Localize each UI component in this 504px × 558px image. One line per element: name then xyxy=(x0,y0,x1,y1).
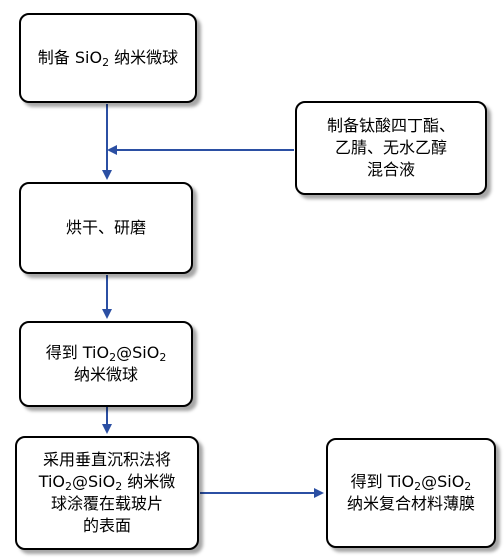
reagent-line-2: 乙腈、无水乙醇 xyxy=(334,138,447,157)
box-composite-film: 得到 TiO2@SiO2 纳米复合材料薄膜 xyxy=(326,438,496,548)
film-line-1: 得到 TiO2@SiO2 xyxy=(350,472,472,493)
box-vertical-deposition: 采用垂直沉积法将 TiO2@SiO2 纳米微 球涂覆在载玻片 的表面 xyxy=(15,436,199,550)
box-dry-grind-text: 烘干、研磨 xyxy=(65,218,146,237)
film-line-2: 纳米复合材料薄膜 xyxy=(346,494,475,513)
box-prepare-sio2: 制备 SiO2 纳米微球 xyxy=(19,13,197,103)
reagent-line-3: 混合液 xyxy=(366,160,415,179)
box-dry-grind: 烘干、研磨 xyxy=(19,182,193,274)
box-prepare-reagent: 制备钛酸四丁酯、 乙腈、无水乙醇 混合液 xyxy=(295,101,487,195)
deposit-line-1: 采用垂直沉积法将 xyxy=(42,450,171,469)
deposit-line-2: TiO2@SiO2 纳米微 xyxy=(38,472,176,493)
box-prepare-sio2-text: 制备 SiO2 纳米微球 xyxy=(37,48,179,69)
deposit-line-3: 球涂覆在载玻片 xyxy=(50,494,163,513)
obtain-line-2: 纳米微球 xyxy=(73,365,138,384)
box-obtain-microspheres: 得到 TiO2@SiO2 纳米微球 xyxy=(19,321,193,407)
deposit-line-4: 的表面 xyxy=(82,516,131,535)
reagent-line-1: 制备钛酸四丁酯、 xyxy=(326,116,455,135)
obtain-line-1: 得到 TiO2@SiO2 xyxy=(45,343,167,364)
